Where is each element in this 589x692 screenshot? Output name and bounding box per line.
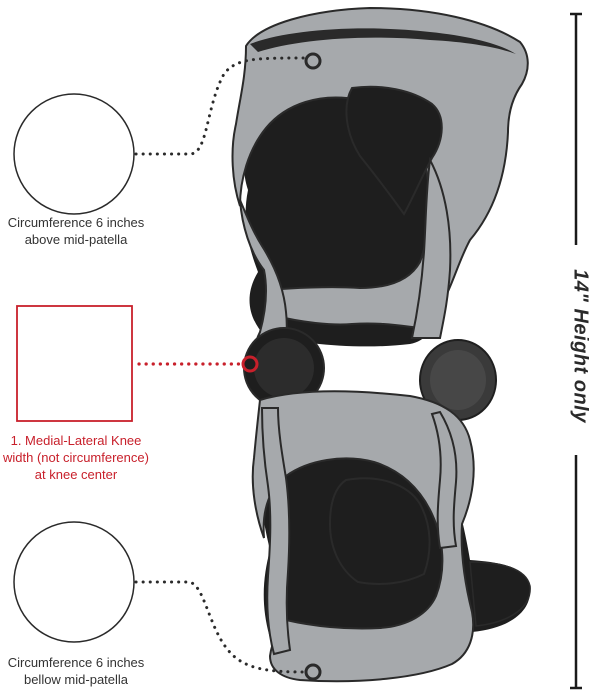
middle-label-line3: at knee center [0,466,152,483]
lower-measure-circle [14,522,134,642]
upper-label-line1: Circumference 6 inches [0,214,152,231]
middle-measure-square [17,306,132,421]
knee-brace-illustration [233,8,531,681]
lower-measurement-label: Circumference 6 inches bellow mid-patell… [0,654,152,688]
upper-marker [306,54,320,68]
middle-marker [243,357,257,371]
middle-label-line1: 1. Medial-Lateral Knee [0,432,152,449]
lower-label-line2: bellow mid-patella [0,671,152,688]
upper-measurement-label: Circumference 6 inches above mid-patella [0,214,152,248]
middle-label-line2: width (not circumference) [0,449,152,466]
lower-strap [470,562,530,626]
lower-label-line1: Circumference 6 inches [0,654,152,671]
upper-label-line2: above mid-patella [0,231,152,248]
height-label: 14" Height only [569,269,589,423]
upper-measure-circle [14,94,134,214]
middle-measurement-label: 1. Medial-Lateral Knee width (not circum… [0,432,152,483]
lower-marker [306,665,320,679]
middle-callout [17,306,257,421]
